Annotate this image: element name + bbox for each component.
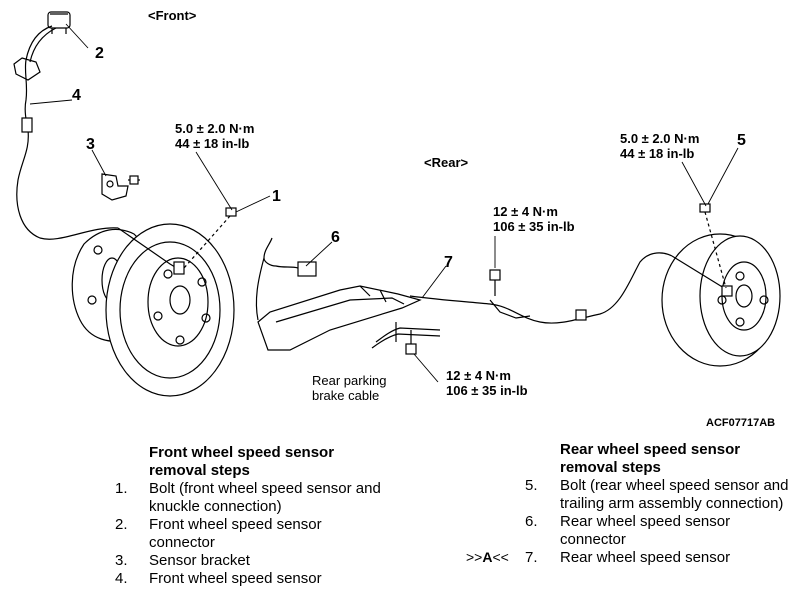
step-text-line1: Front wheel speed sensor xyxy=(149,516,322,533)
note-marker-prefix: >> xyxy=(466,549,483,565)
torque-lower-bracket-line1: 12 ± 4 N·m xyxy=(446,368,511,383)
parking-brake-cable-label: Rear parking brake cable xyxy=(312,373,386,403)
rear-step-7: 7. Rear wheel speed sensor xyxy=(525,549,797,567)
torque-upper-bracket-line1: 12 ± 4 N·m xyxy=(493,204,558,219)
rear-sensor-harness xyxy=(409,252,673,324)
front-view-title: <Front> xyxy=(148,8,197,23)
step-text-line1: Bolt (front wheel speed sensor and xyxy=(149,480,381,497)
step-text-line2: connector xyxy=(560,531,626,548)
torque-front-sensor: 5.0 ± 2.0 N·m 44 ± 18 in-lb xyxy=(175,121,254,151)
note-marker-a: >>A<< xyxy=(466,549,509,565)
front-steps-heading-line1: Front wheel speed sensor xyxy=(149,444,335,461)
sensor-diagram xyxy=(13,11,781,397)
rear-view-title: <Rear> xyxy=(424,155,469,170)
torque-rear-sensor-line2: 44 ± 18 in-lb xyxy=(620,146,695,161)
sensor-bracket-drawing xyxy=(101,173,140,201)
torque-upper-bracket: 12 ± 4 N·m 106 ± 35 in-lb xyxy=(493,204,575,234)
torque-rear-sensor-line1: 5.0 ± 2.0 N·m xyxy=(620,131,700,146)
note-marker-suffix: << xyxy=(492,549,509,565)
step-text-line1: Bolt (rear wheel speed sensor and xyxy=(560,477,789,494)
callout-1: 1 xyxy=(272,188,281,205)
rear-drum-drawing xyxy=(661,203,781,367)
rear-step-5: 5. Bolt (rear wheel speed sensor and tra… xyxy=(525,477,797,513)
parking-brake-cable-label-line2: brake cable xyxy=(312,388,380,403)
step-number: 4. xyxy=(115,570,128,587)
step-number: 3. xyxy=(115,552,128,569)
callout-6: 6 xyxy=(331,229,340,246)
step-number: 1. xyxy=(115,480,128,497)
rear-removal-steps: Rear wheel speed sensor removal steps 5.… xyxy=(525,441,797,567)
figure-code: ACF07717AB xyxy=(706,417,776,429)
front-sensor-connector-drawing xyxy=(13,11,71,81)
callout-7: 7 xyxy=(444,254,453,271)
front-rotor-drawing xyxy=(105,223,235,397)
front-steps-heading: Front wheel speed sensor removal steps xyxy=(115,444,415,480)
front-sensor-harness xyxy=(16,25,119,240)
step-number: 2. xyxy=(115,516,128,533)
callout-3: 3 xyxy=(86,136,95,153)
torque-rear-sensor: 5.0 ± 2.0 N·m 44 ± 18 in-lb xyxy=(620,131,699,161)
step-text-line1: Rear wheel speed sensor xyxy=(560,549,731,566)
note-marker-letter: A xyxy=(482,549,493,565)
callout-4: 4 xyxy=(72,87,81,104)
rear-sensor-connector-drawing xyxy=(255,237,317,321)
step-number: 6. xyxy=(525,513,538,530)
trailing-arm-drawing xyxy=(257,285,422,351)
front-removal-steps: Front wheel speed sensor removal steps 1… xyxy=(115,444,415,588)
front-step-3: 3. Sensor bracket xyxy=(115,552,415,570)
step-text-line1: Sensor bracket xyxy=(149,552,250,569)
front-steps-heading-line2: removal steps xyxy=(149,462,250,479)
torque-lower-bracket-line2: 106 ± 35 in-lb xyxy=(446,383,528,398)
torque-front-sensor-line2: 44 ± 18 in-lb xyxy=(175,136,250,151)
step-text-line1: Rear wheel speed sensor xyxy=(560,513,731,530)
step-text-line2: knuckle connection) xyxy=(149,498,282,515)
front-step-4: 4. Front wheel speed sensor xyxy=(115,570,415,588)
rear-steps-heading: Rear wheel speed sensor removal steps xyxy=(525,441,797,477)
step-number: 7. xyxy=(525,549,538,566)
bracket-bolt-drawing xyxy=(405,269,501,355)
step-text-line1: Front wheel speed sensor xyxy=(149,570,322,587)
rear-steps-heading-line1: Rear wheel speed sensor xyxy=(560,441,741,458)
step-text-line2: trailing arm assembly connection) xyxy=(560,495,784,512)
parking-brake-cable-label-line1: Rear parking xyxy=(312,373,387,388)
torque-front-sensor-line1: 5.0 ± 2.0 N·m xyxy=(175,121,255,136)
front-step-1: 1. Bolt (front wheel speed sensor and kn… xyxy=(115,480,415,516)
step-number: 5. xyxy=(525,477,538,494)
parking-brake-cable-drawing xyxy=(371,322,441,349)
leader-lines xyxy=(29,23,739,383)
rear-steps-heading-line2: removal steps xyxy=(560,459,661,476)
torque-upper-bracket-line2: 106 ± 35 in-lb xyxy=(493,219,575,234)
front-step-2: 2. Front wheel speed sensor connector xyxy=(115,516,415,552)
rear-step-6: 6. Rear wheel speed sensor connector xyxy=(525,513,797,549)
torque-lower-bracket: 12 ± 4 N·m 106 ± 35 in-lb xyxy=(446,368,528,398)
step-text-line2: connector xyxy=(149,534,215,551)
callout-5: 5 xyxy=(737,132,746,149)
callout-2: 2 xyxy=(95,45,104,62)
